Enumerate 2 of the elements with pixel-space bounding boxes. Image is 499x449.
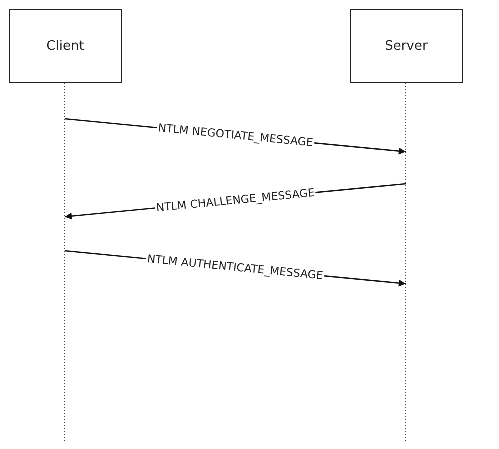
- participant-box: Server: [350, 9, 463, 83]
- participant-box: Client: [9, 9, 122, 83]
